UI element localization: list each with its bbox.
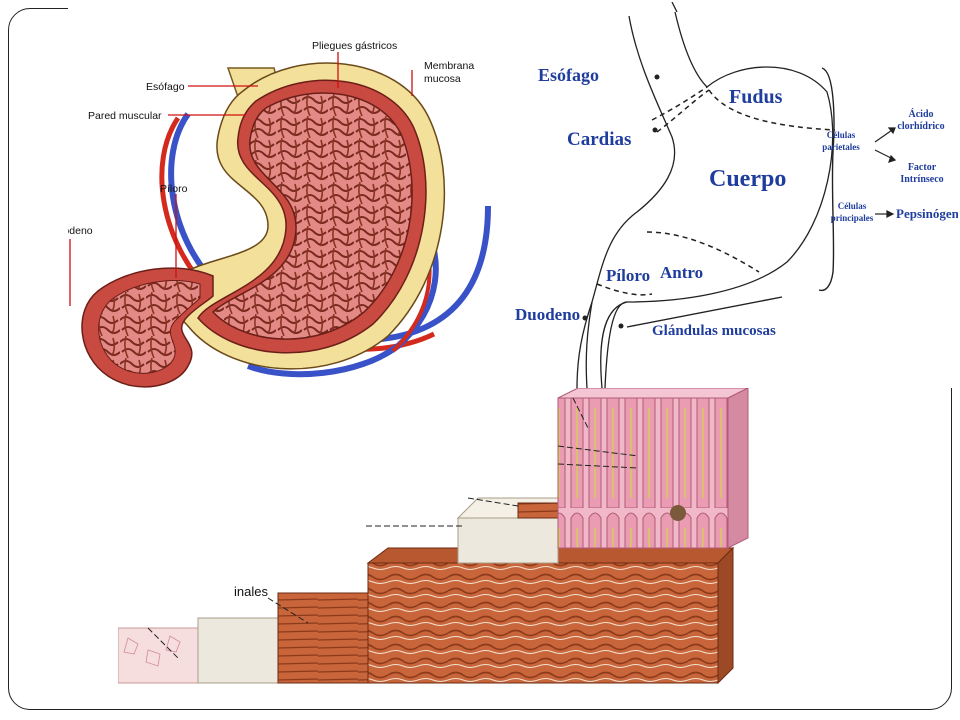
label-duodeno: Duodeno xyxy=(68,225,93,237)
label-celulas-parietales-2: parietales xyxy=(822,142,860,152)
label-membrana: Membrana xyxy=(424,60,474,72)
gastric-mucosa xyxy=(211,92,413,340)
label-esofago-schematic: Esófago xyxy=(538,65,599,85)
label-mucosa: mucosa xyxy=(424,73,461,85)
label-piloro: Píloro xyxy=(160,183,188,195)
region-boundaries xyxy=(596,86,836,296)
label-intrinseco: Intrínseco xyxy=(900,174,943,185)
stomach-anatomy-illustration: Pliegues gástricos Membrana mucosa Esófa… xyxy=(68,6,514,400)
label-cardias: Cardias xyxy=(567,129,631,150)
label-antro: Antro xyxy=(660,263,703,282)
label-pared-muscular: Pared muscular xyxy=(88,110,162,122)
label-pliegues-gastricos: Pliegues gástricos xyxy=(312,40,397,52)
label-partial-inales: inales xyxy=(234,584,268,599)
label-pepsinogeno: Pepsinógeno xyxy=(896,206,958,221)
label-glandulas-mucosas: Glándulas mucosas xyxy=(652,323,776,339)
submucosa-layer xyxy=(457,517,559,564)
label-celulas-principales: Células xyxy=(838,201,867,211)
stomach-schematic-diagram: Esófago Fudus Cardias Cuerpo Antro Pílor… xyxy=(497,2,958,388)
label-duodeno-schematic: Duodeno xyxy=(515,305,580,324)
label-cuerpo: Cuerpo xyxy=(709,166,786,192)
label-fudus: Fudus xyxy=(729,86,783,108)
label-celulas-parietales: Células xyxy=(827,130,856,140)
label-celulas-principales-2: principales xyxy=(831,213,874,223)
stomach-wall-layers-illustration: inales xyxy=(118,388,788,688)
serosa-layer xyxy=(118,627,199,684)
label-clorhidrico: clorhídrico xyxy=(897,121,944,132)
longitudinal-muscle-layer xyxy=(277,592,369,684)
label-esofago: Esófago xyxy=(146,81,185,93)
label-piloro-schematic: Píloro xyxy=(606,266,650,285)
label-factor: Factor xyxy=(908,162,937,173)
label-acido: Ácido xyxy=(909,108,934,120)
circular-muscle-layer xyxy=(367,562,719,684)
mucosa-layer xyxy=(557,397,729,549)
